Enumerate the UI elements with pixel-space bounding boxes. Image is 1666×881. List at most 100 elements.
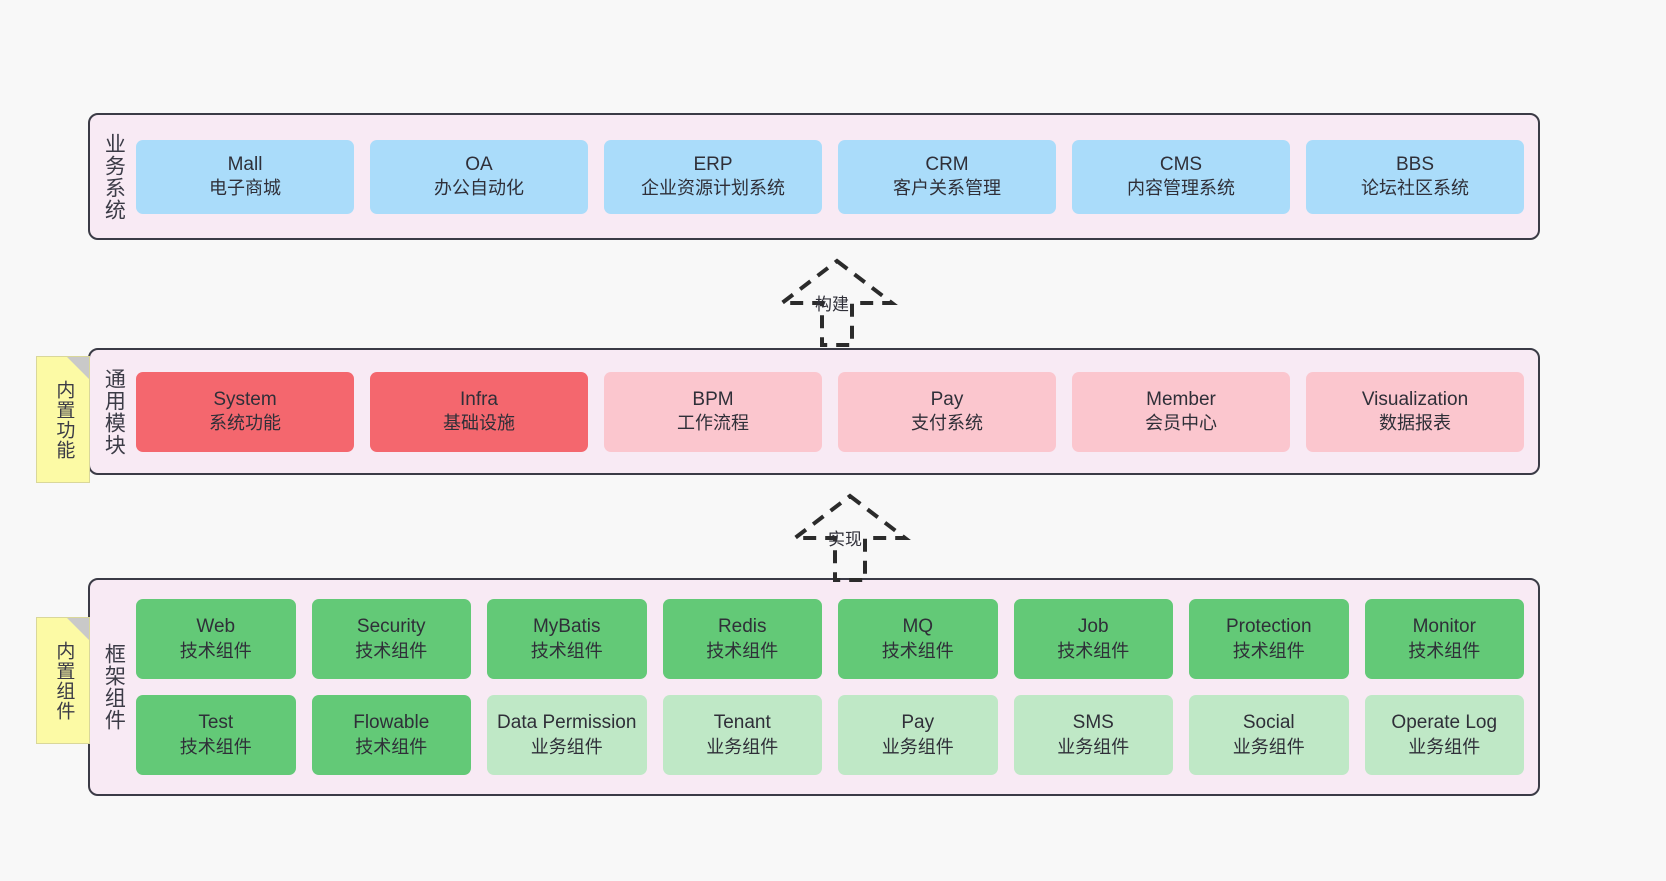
node-title-cn: 技术组件 — [881, 640, 954, 661]
layer-body-business: Mall 电子商城 OA 办公自动化 ERP 企业资源计划系统 CRM 客户关系… — [136, 115, 1538, 238]
dashed-generalization-arrow-icon — [789, 493, 911, 582]
node-title-cn: 基础设施 — [443, 413, 515, 434]
node-visualization[interactable]: Visualization 数据报表 — [1306, 371, 1524, 452]
node-title-cn: 系统功能 — [209, 413, 281, 434]
node-title-cn: 内容管理系统 — [1127, 178, 1235, 199]
dashed-generalization-arrow-icon — [776, 258, 898, 347]
node-title-cn: 业务组件 — [1232, 736, 1305, 757]
node-redis[interactable]: Redis 技术组件 — [662, 599, 822, 679]
node-title-cn: 办公自动化 — [434, 178, 524, 199]
page-fold-icon — [67, 618, 89, 640]
layer-body-framework: Web 技术组件 Security 技术组件 MyBatis 技术组件 Redi… — [136, 580, 1538, 794]
sticky-note-label: 内置组件 — [53, 640, 75, 721]
node-title-en: Job — [1077, 616, 1109, 638]
node-title-cn: 会员中心 — [1145, 413, 1217, 434]
node-title-cn: 技术组件 — [355, 736, 428, 757]
layer-framework-component: 框架组件 Web 技术组件 Security 技术组件 MyBatis 技术组件… — [88, 578, 1540, 796]
page-fold-icon — [67, 357, 89, 379]
node-erp[interactable]: ERP 企业资源计划系统 — [604, 139, 822, 214]
node-sms[interactable]: SMS 业务组件 — [1013, 695, 1173, 775]
node-title-en: Member — [1146, 388, 1216, 410]
node-title-en: Operate Log — [1391, 712, 1498, 734]
node-title-en: Mall — [227, 153, 263, 175]
node-social[interactable]: Social 业务组件 — [1189, 695, 1349, 775]
node-title-cn: 支付系统 — [911, 413, 983, 434]
node-title-cn: 技术组件 — [179, 640, 252, 661]
node-title-en: BBS — [1395, 153, 1435, 175]
node-oa[interactable]: OA 办公自动化 — [370, 139, 588, 214]
node-title-en: Monitor — [1412, 616, 1476, 638]
node-title-en: Flowable — [353, 712, 430, 734]
node-mq[interactable]: MQ 技术组件 — [838, 599, 998, 679]
node-title-en: Redis — [717, 616, 767, 638]
node-title-en: Social — [1242, 712, 1295, 734]
node-title-cn: 技术组件 — [179, 736, 252, 757]
layer-title-common: 通用模块 — [102, 367, 126, 456]
node-mall[interactable]: Mall 电子商城 — [136, 139, 354, 214]
node-system[interactable]: System 系统功能 — [136, 371, 354, 452]
node-title-en: Protection — [1225, 616, 1312, 638]
node-pay-business[interactable]: Pay 业务组件 — [838, 695, 998, 775]
node-title-cn: 客户关系管理 — [893, 178, 1001, 199]
node-row: Web 技术组件 Security 技术组件 MyBatis 技术组件 Redi… — [136, 599, 1524, 679]
node-job[interactable]: Job 技术组件 — [1013, 599, 1173, 679]
node-crm[interactable]: CRM 客户关系管理 — [838, 139, 1056, 214]
node-pay[interactable]: Pay 支付系统 — [838, 371, 1056, 452]
node-web[interactable]: Web 技术组件 — [136, 599, 296, 679]
node-security[interactable]: Security 技术组件 — [311, 599, 471, 679]
node-title-cn: 电子商城 — [209, 178, 281, 199]
node-title-en: Infra — [459, 388, 499, 410]
node-flowable[interactable]: Flowable 技术组件 — [311, 695, 471, 775]
node-title-en: CRM — [925, 153, 969, 175]
node-row: System 系统功能 Infra 基础设施 BPM 工作流程 Pay 支付系统… — [136, 371, 1524, 452]
node-data-permission[interactable]: Data Permission 业务组件 — [487, 695, 647, 775]
node-title-en: Web — [196, 616, 236, 638]
node-title-en: Tenant — [713, 712, 771, 734]
layer-title-framework: 框架组件 — [102, 643, 126, 731]
node-operate-log[interactable]: Operate Log 业务组件 — [1364, 695, 1524, 775]
node-monitor[interactable]: Monitor 技术组件 — [1364, 599, 1524, 679]
node-title-cn: 数据报表 — [1379, 413, 1451, 434]
sticky-note-builtin-component: 内置组件 — [36, 617, 90, 744]
node-cms[interactable]: CMS 内容管理系统 — [1072, 139, 1290, 214]
node-title-en: Security — [356, 616, 426, 638]
connector-implement: 实现 — [770, 492, 930, 582]
node-title-en: OA — [465, 153, 493, 175]
node-protection[interactable]: Protection 技术组件 — [1189, 599, 1349, 679]
node-title-en: Pay — [901, 712, 935, 734]
node-tenant[interactable]: Tenant 业务组件 — [662, 695, 822, 775]
node-title-cn: 业务组件 — [881, 736, 954, 757]
connector-label-build: 构建 — [815, 295, 849, 314]
node-title-en: System — [213, 388, 277, 410]
node-title-en: Data Permission — [497, 712, 637, 734]
layer-title-business: 业务系统 — [102, 132, 126, 221]
node-title-cn: 技术组件 — [355, 640, 428, 661]
node-test[interactable]: Test 技术组件 — [136, 695, 296, 775]
node-bpm[interactable]: BPM 工作流程 — [604, 371, 822, 452]
node-title-cn: 论坛社区系统 — [1361, 178, 1469, 199]
node-title-en: MQ — [902, 616, 934, 638]
node-title-en: Visualization — [1361, 388, 1469, 410]
node-title-en: MyBatis — [532, 616, 601, 638]
node-mybatis[interactable]: MyBatis 技术组件 — [487, 599, 647, 679]
node-row: Test 技术组件 Flowable 技术组件 Data Permission … — [136, 695, 1524, 775]
node-member[interactable]: Member 会员中心 — [1072, 371, 1290, 452]
node-title-cn: 技术组件 — [530, 640, 603, 661]
node-title-cn: 技术组件 — [1057, 640, 1130, 661]
node-row: Mall 电子商城 OA 办公自动化 ERP 企业资源计划系统 CRM 客户关系… — [136, 139, 1524, 214]
layer-body-common: System 系统功能 Infra 基础设施 BPM 工作流程 Pay 支付系统… — [136, 350, 1538, 473]
layer-common-module: 通用模块 System 系统功能 Infra 基础设施 BPM 工作流程 Pay… — [88, 348, 1540, 475]
node-title-en: SMS — [1072, 712, 1114, 734]
node-title-en: ERP — [693, 153, 733, 175]
connector-label-implement: 实现 — [828, 530, 862, 549]
node-title-en: CMS — [1159, 153, 1203, 175]
node-title-cn: 业务组件 — [530, 736, 603, 757]
node-title-cn: 业务组件 — [1057, 736, 1130, 757]
node-title-en: Pay — [930, 388, 964, 410]
node-bbs[interactable]: BBS 论坛社区系统 — [1306, 139, 1524, 214]
node-infra[interactable]: Infra 基础设施 — [370, 371, 588, 452]
node-title-cn: 业务组件 — [1408, 736, 1481, 757]
sticky-note-builtin-function: 内置功能 — [36, 356, 90, 483]
node-title-en: Test — [198, 712, 234, 734]
